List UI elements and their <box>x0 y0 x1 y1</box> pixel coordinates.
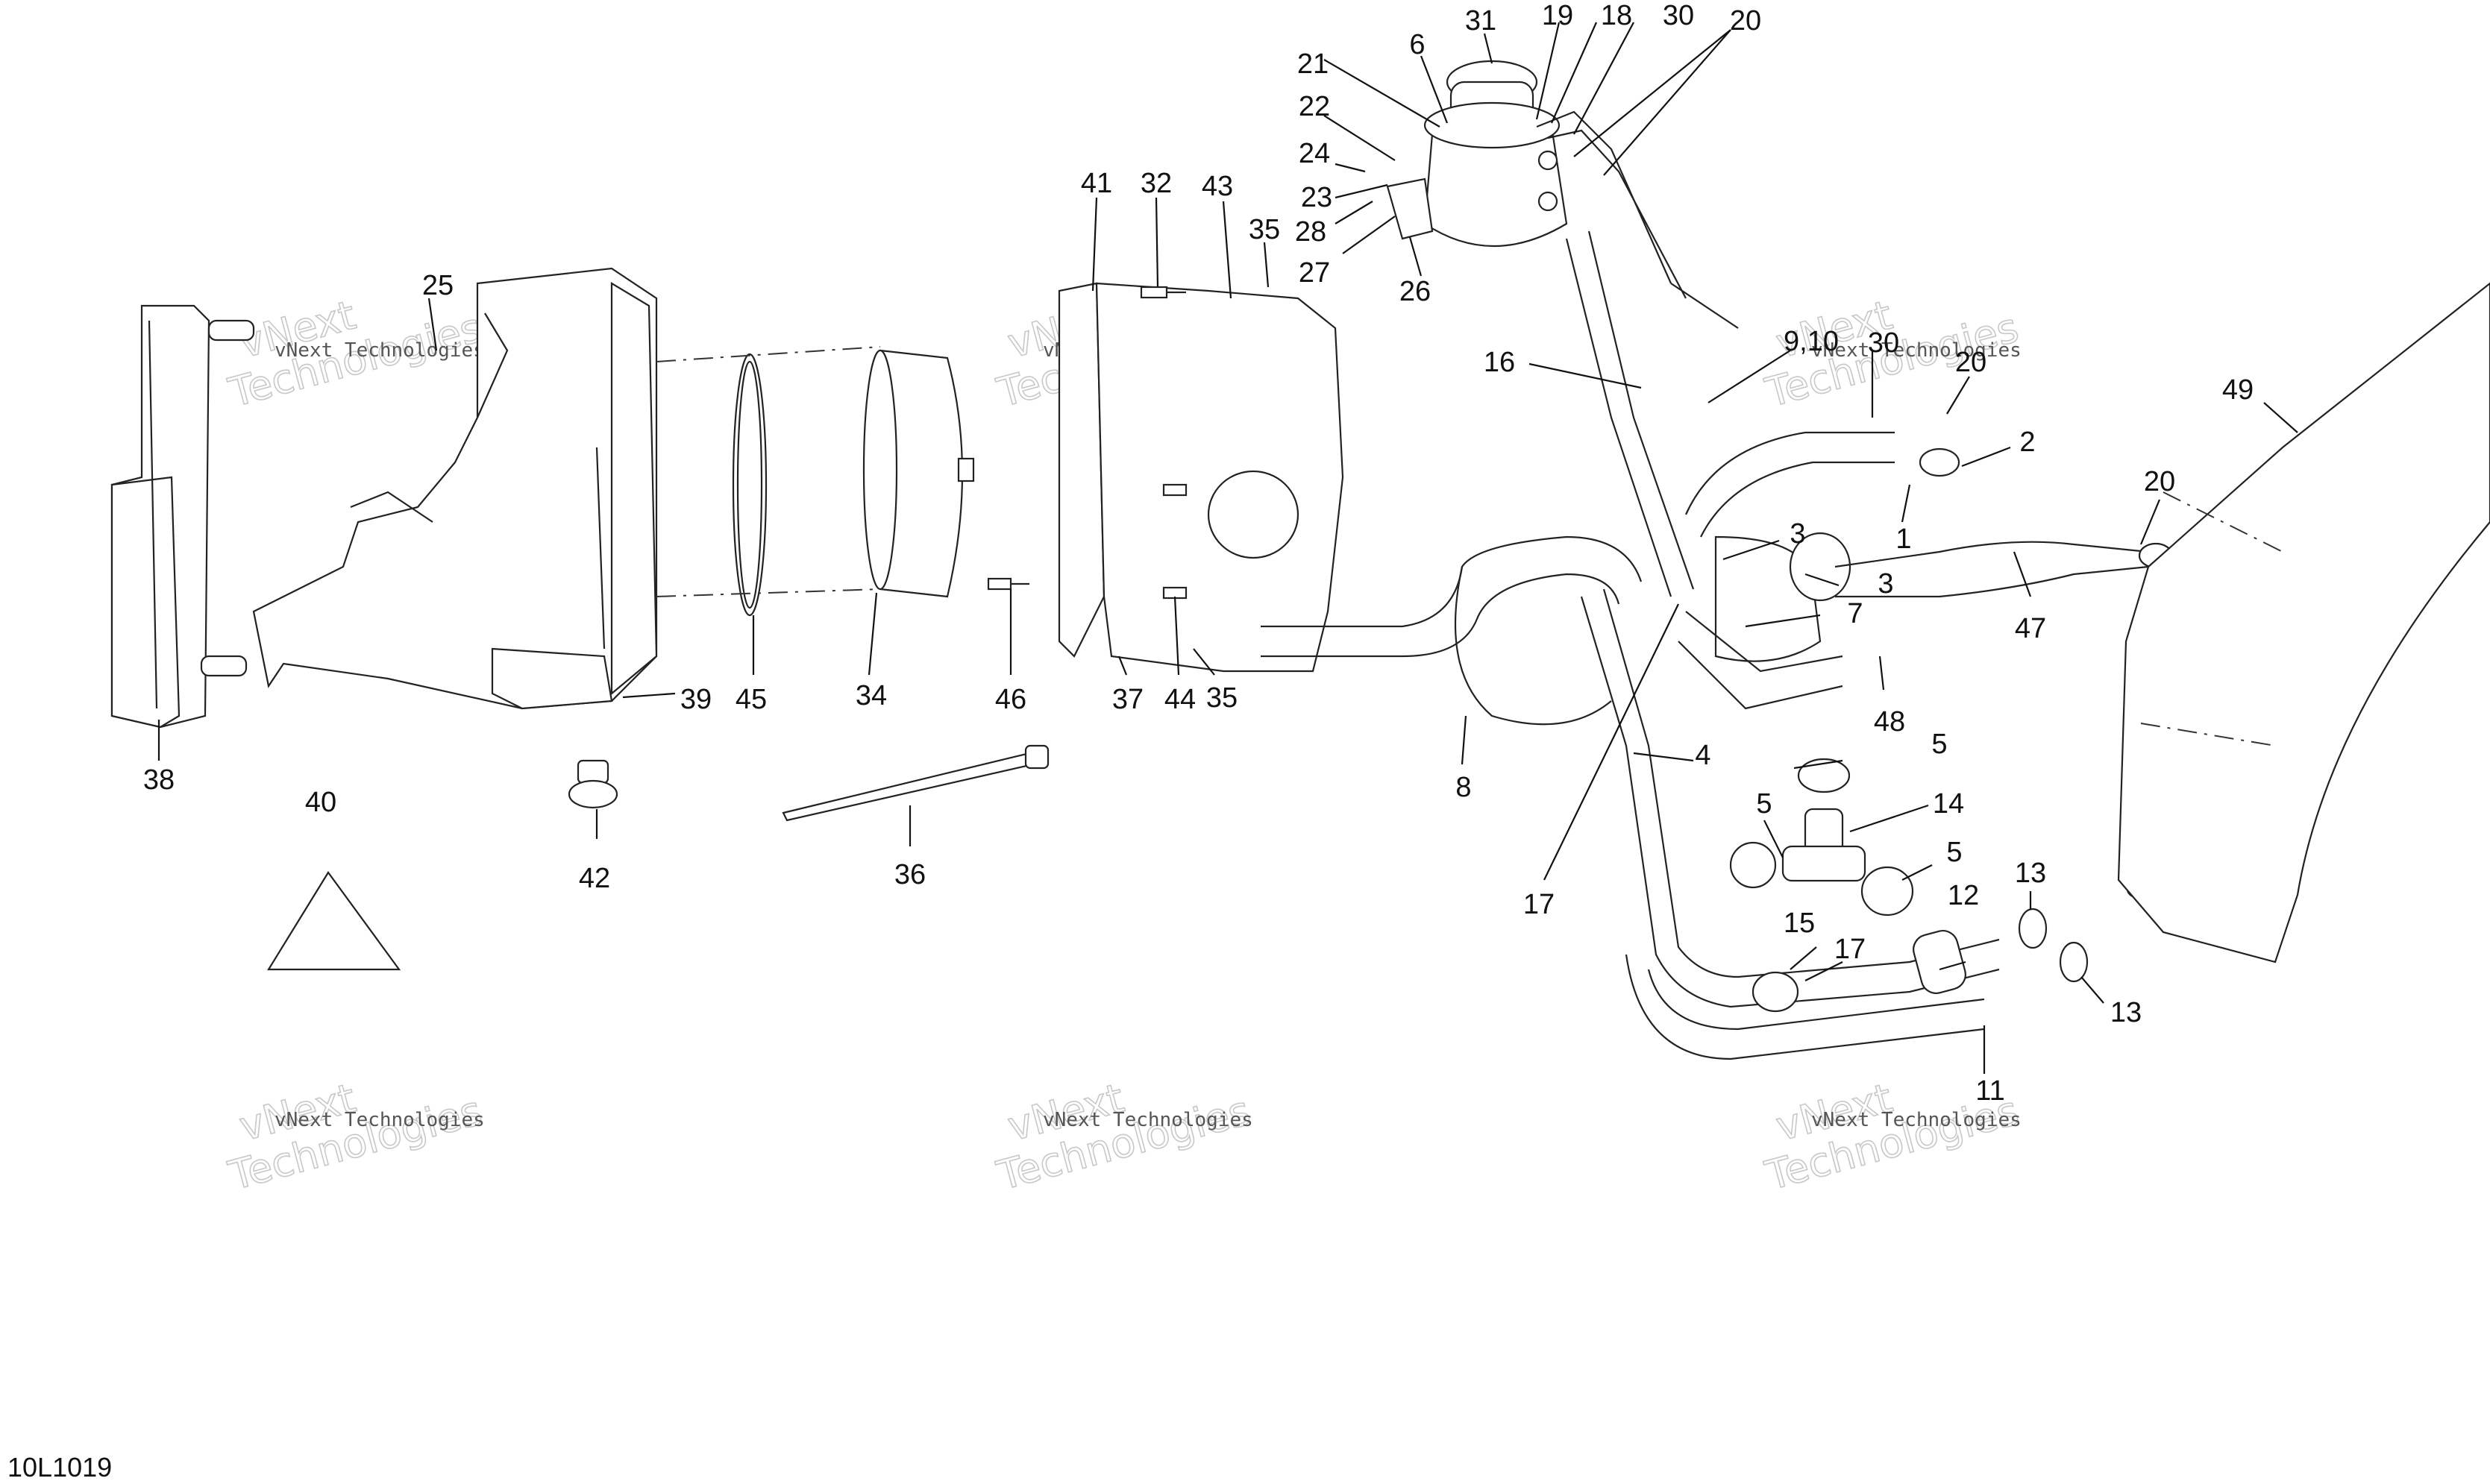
callout-21: 21 <box>1297 48 1329 80</box>
callout-47: 47 <box>2015 613 2046 644</box>
fan-shroud <box>252 267 658 710</box>
lower-long-hose <box>1580 588 2000 1060</box>
callout-15: 15 <box>1784 908 1815 939</box>
callout-24: 24 <box>1299 138 1330 169</box>
callout-31: 31 <box>1465 5 1496 37</box>
watermark-text-right: vNext Technologies <box>1811 339 2022 362</box>
coolant-reservoir <box>1423 60 1568 247</box>
callout-13-bottom: 13 <box>2110 997 2142 1028</box>
callout-49: 49 <box>2222 374 2254 406</box>
callout-labels: 31 6 21 22 24 23 28 27 26 19 18 30 20 16… <box>143 0 2254 1107</box>
fan-motor <box>862 349 975 598</box>
cable-tie <box>782 744 1050 822</box>
callout-42: 42 <box>579 863 610 894</box>
callout-35-top: 35 <box>1249 214 1280 245</box>
watermark-text-bottom-right: vNext Technologies <box>1811 1109 2022 1131</box>
callout-37: 37 <box>1112 684 1144 715</box>
callout-41: 41 <box>1081 168 1112 199</box>
reservoir-hoses <box>1536 110 1739 597</box>
callout-46: 46 <box>995 684 1026 715</box>
bolt-44-top <box>1162 483 1188 497</box>
callout-39: 39 <box>680 684 712 715</box>
callout-11: 11 <box>1975 1075 2004 1107</box>
callout-26: 26 <box>1399 276 1431 307</box>
callout-43: 43 <box>1202 171 1233 202</box>
callout-25: 25 <box>422 270 454 301</box>
callout-34: 34 <box>856 680 887 711</box>
callout-27: 27 <box>1299 257 1330 289</box>
callout-38: 38 <box>143 764 175 796</box>
watermark-text-left: vNext Technologies <box>275 339 485 362</box>
callout-30-right: 30 <box>1868 327 1899 359</box>
callout-17-bottom: 17 <box>1834 934 1866 965</box>
t-fitting <box>1729 758 1914 917</box>
callout-8: 8 <box>1455 772 1471 803</box>
callout-9-10: 9,10 <box>1784 326 1839 357</box>
rubber-grommet <box>568 759 618 809</box>
callout-5-top: 5 <box>1931 729 1947 760</box>
bolt-44-bottom <box>1162 586 1188 600</box>
fan-ring <box>732 353 768 617</box>
callout-5-right: 5 <box>1946 837 1962 868</box>
callout-14: 14 <box>1933 788 1964 820</box>
watermark-text-bottom-left: vNext Technologies <box>275 1109 485 1131</box>
alignment-lines <box>656 346 881 597</box>
callout-16: 16 <box>1484 347 1515 378</box>
radiator <box>110 304 255 729</box>
watermark-text-bottom-center: vNext Technologies <box>1043 1109 1253 1131</box>
callout-2: 2 <box>2019 427 2035 458</box>
callout-17-left: 17 <box>1523 889 1555 920</box>
callout-3-lower: 3 <box>1878 568 1893 600</box>
callout-20-top: 20 <box>1730 5 1761 37</box>
callout-19: 19 <box>1542 0 1573 31</box>
callout-13-top: 13 <box>2015 858 2046 889</box>
lower-hose <box>1261 535 1643 726</box>
callout-35-bottom: 35 <box>1206 682 1238 714</box>
callout-3-upper: 3 <box>1790 518 1805 550</box>
callout-18: 18 <box>1601 0 1632 31</box>
body-panel <box>2117 282 2490 963</box>
callout-7: 7 <box>1847 598 1863 629</box>
callout-45: 45 <box>736 684 767 715</box>
bolt-32 <box>1140 286 1186 299</box>
drawing-code: 10L1019 <box>7 1452 112 1483</box>
callout-22: 22 <box>1299 91 1330 122</box>
callout-28: 28 <box>1295 216 1326 248</box>
deflector-panel <box>1058 282 1344 673</box>
thermostat-housing <box>1678 431 2174 710</box>
warning-triangle <box>267 871 401 971</box>
callout-30-top: 30 <box>1663 0 1694 31</box>
callout-20-far-right: 20 <box>2144 466 2175 497</box>
callout-4: 4 <box>1695 740 1710 771</box>
screw-46 <box>987 577 1029 591</box>
callout-5-left: 5 <box>1756 788 1772 820</box>
callout-23: 23 <box>1301 182 1332 213</box>
callout-20-right: 20 <box>1955 347 1986 378</box>
callout-32: 32 <box>1141 168 1172 199</box>
callout-44: 44 <box>1164 684 1196 715</box>
callout-40: 40 <box>305 787 336 818</box>
callout-36: 36 <box>894 859 926 890</box>
callout-12: 12 <box>1948 880 1979 911</box>
callout-6: 6 <box>1409 29 1425 60</box>
callout-1: 1 <box>1895 524 1911 555</box>
reservoir-bracket <box>1386 177 1434 240</box>
leader-lines <box>157 22 2298 1074</box>
callout-48: 48 <box>1874 706 1905 738</box>
